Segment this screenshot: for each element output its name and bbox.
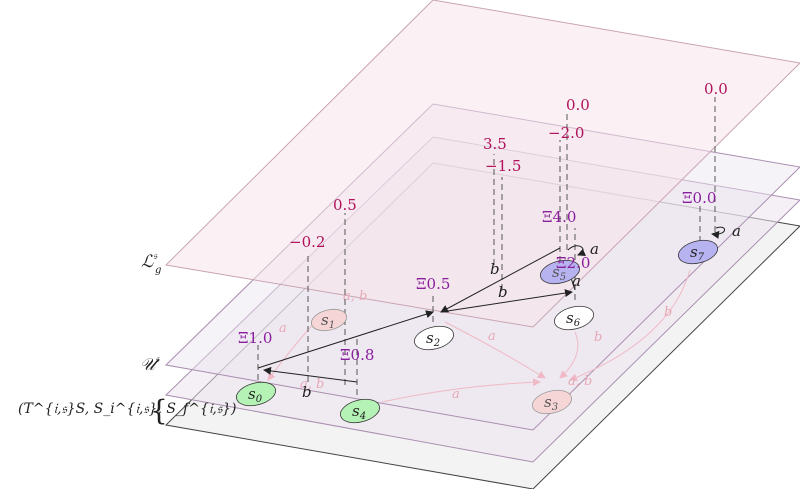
left-brace: { bbox=[150, 394, 168, 427]
layer-label-top: ℒ𝔰 g bbox=[141, 251, 161, 276]
faint-edge-s1-s0 bbox=[267, 321, 316, 381]
loop-s7 bbox=[711, 226, 725, 239]
faint-edge-s6-s3 bbox=[559, 331, 579, 379]
edge-label-s2-s6: b bbox=[498, 283, 508, 301]
faint-label-s4-s3: a bbox=[452, 387, 460, 402]
faint-label-s3-loop: a, b bbox=[568, 374, 592, 389]
state-s0: s0 bbox=[236, 381, 276, 407]
layer-label-middle: 𝒰𝔰 bbox=[140, 354, 160, 375]
xi-value-s5: Ξ4.0 bbox=[542, 208, 576, 226]
xi-value-s7: Ξ0.0 bbox=[682, 189, 716, 207]
reward-value-s2-s6: −1.5 bbox=[485, 157, 521, 175]
transitions bbox=[257, 226, 725, 383]
svg-text:s4: s4 bbox=[352, 402, 366, 422]
svg-text:s7: s7 bbox=[690, 243, 705, 263]
faint-label-s7-s3: b bbox=[664, 305, 672, 320]
faint-edge-s2-s3 bbox=[444, 321, 546, 379]
svg-text:s6: s6 bbox=[566, 309, 581, 329]
layer-label-bottom: (T^{𝔦,𝔰}S, S_i^{𝔦,𝔰}, S_f^{𝔦,𝔰}) { bbox=[18, 394, 236, 427]
faint-label-s1-loop: a, b bbox=[343, 289, 367, 304]
state-s2: s2 bbox=[414, 325, 454, 351]
xi-value-s0: Ξ1.0 bbox=[238, 329, 272, 347]
reward-value-s5-s2: 3.5 bbox=[483, 135, 507, 153]
faint-label-s6-s3: b bbox=[594, 330, 602, 345]
edge-label-s7-loop: a bbox=[732, 222, 741, 240]
svg-text:s5: s5 bbox=[552, 263, 566, 283]
state-s4: s4 bbox=[340, 398, 380, 424]
reward-value-s4-s0: 0.5 bbox=[333, 196, 357, 214]
svg-text:g: g bbox=[155, 265, 161, 276]
faint-label-s2-s3: a bbox=[488, 329, 496, 344]
faint-label-s1-s0: a bbox=[279, 321, 287, 336]
faint-label-s0-s4: a, b bbox=[300, 377, 324, 392]
edge-s0-s2 bbox=[257, 310, 434, 369]
reward-value-s0-s2: −0.2 bbox=[289, 233, 325, 251]
dashed-connectors bbox=[257, 97, 716, 395]
xi-value-s2: Ξ0.5 bbox=[416, 275, 450, 293]
edge-label-s5-loop: a bbox=[590, 240, 599, 258]
faint-edge-s7-s3 bbox=[569, 269, 691, 382]
loop-s5 bbox=[567, 245, 587, 256]
state-s7: s7 bbox=[678, 239, 718, 265]
state-s1: s1 bbox=[310, 308, 348, 332]
svg-text:(T^{𝔦,𝔰}S, S_i^{𝔦,𝔰}, S_f^: (T^{𝔦,𝔰}S, S_i^{𝔦,𝔰}, S_f^{𝔦,𝔰}) bbox=[18, 401, 236, 417]
xi-value-s4: Ξ0.8 bbox=[340, 346, 374, 364]
reward-value-s6-s5: −2.0 bbox=[548, 124, 584, 142]
svg-text:s2: s2 bbox=[426, 329, 440, 349]
state-s3: s3 bbox=[532, 389, 572, 415]
svg-text:s0: s0 bbox=[248, 385, 263, 405]
edge-label-s6-s5: a bbox=[572, 272, 581, 290]
edge-label-s5-s2: b bbox=[490, 260, 500, 278]
edge-label-s4-s0: b bbox=[302, 383, 312, 401]
svg-text:s1: s1 bbox=[321, 311, 335, 331]
reward-value-s5-loop: 0.0 bbox=[566, 96, 590, 114]
svg-text:𝒰𝔰: 𝒰𝔰 bbox=[140, 354, 160, 375]
faint-edges bbox=[267, 269, 691, 403]
edge-s4-s0 bbox=[263, 366, 358, 383]
xi-value-s6: Ξ2.0 bbox=[556, 254, 590, 272]
svg-text:s3: s3 bbox=[544, 393, 558, 413]
faint-edge-s4-s3 bbox=[381, 378, 541, 403]
reward-value-s7-loop: 0.0 bbox=[704, 80, 728, 98]
edge-s2-s6 bbox=[440, 289, 573, 313]
svg-text:ℒ𝔰: ℒ𝔰 bbox=[141, 251, 158, 272]
state-s6: s6 bbox=[554, 305, 594, 331]
state-s5: s5 bbox=[540, 259, 580, 285]
top-plane bbox=[164, 0, 800, 328]
edge-s5-s2 bbox=[440, 247, 561, 313]
